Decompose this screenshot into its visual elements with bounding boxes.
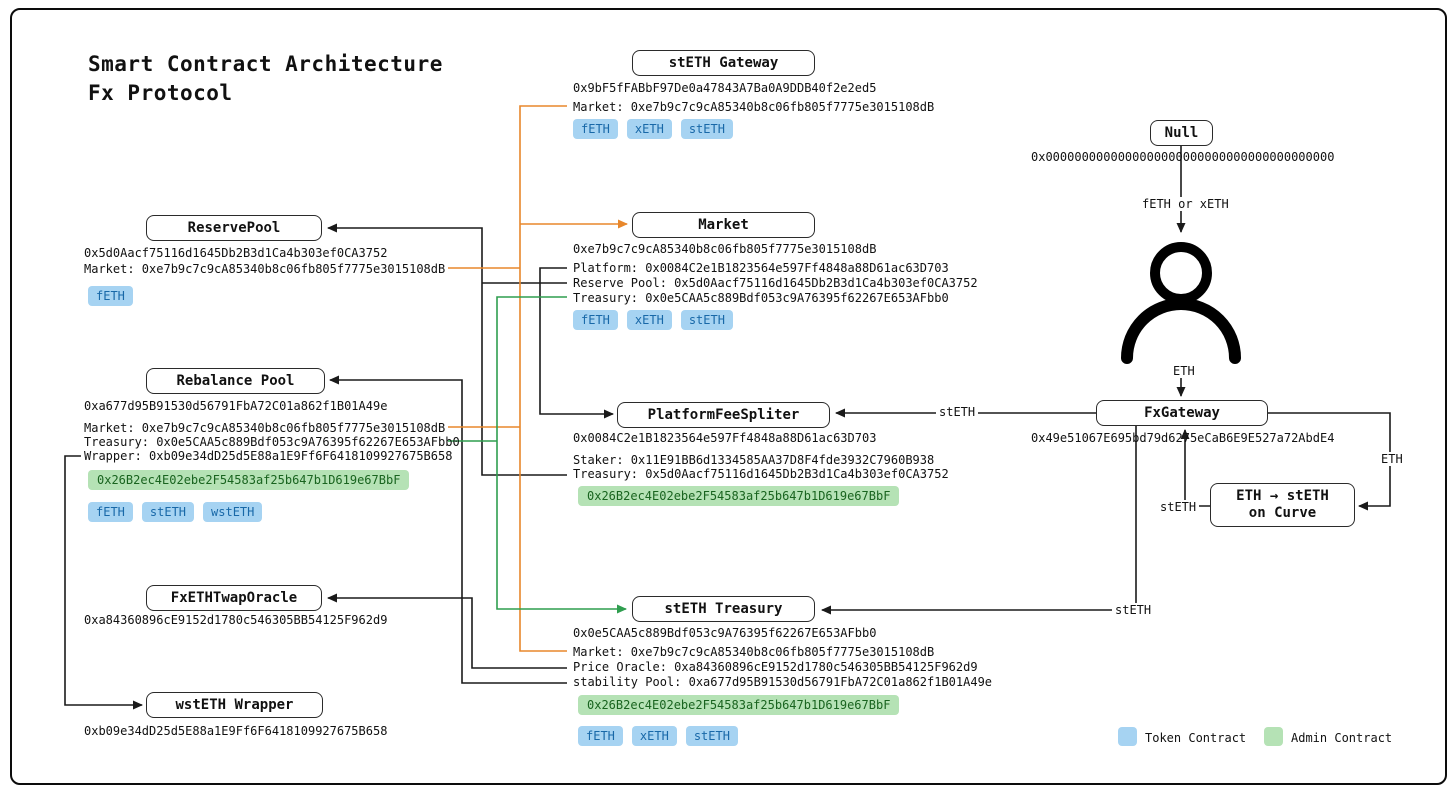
- node-reserve-pool-label: ReservePool: [187, 220, 281, 236]
- page-title-line1: Smart Contract Architecture: [88, 52, 443, 76]
- reserve-pool-address: 0x5d0Aacf75116d1645Db2B3d1Ca4b303ef0CA37…: [84, 246, 388, 260]
- rebalance-pool-address: 0xa677d95B91530d56791FbA72C01a862f1B01A4…: [84, 399, 388, 413]
- token-tag-xeth: xETH: [626, 119, 672, 139]
- green-edges: [448, 296, 627, 614]
- node-steth-gateway: stETH Gateway: [632, 50, 815, 76]
- rebalance-pool-treasury-row: Treasury: 0x0e5CAA5c889Bdf053c9A76395f62…: [84, 435, 460, 449]
- node-fxeth-twap-oracle-label: FxETHTwapOracle: [170, 590, 298, 606]
- outer-border: [10, 8, 1447, 785]
- edge-label-eth-user: ETH: [1170, 364, 1198, 378]
- null-address: 0x00000000000000000000000000000000000000…: [1031, 150, 1335, 164]
- token-tag-wsteth: wstETH: [203, 502, 263, 522]
- node-fx-gateway-label: FxGateway: [1144, 405, 1220, 421]
- reserve-pool-token-tags: fETH: [88, 286, 133, 306]
- rebalance-pool-wrapper-row: Wrapper: 0xb09e34dD25d5E88a1E9Ff6F641810…: [84, 449, 453, 463]
- steth-treasury-market-row: Market: 0xe7b9c7c9cA85340b8c06fb805f7775…: [573, 645, 935, 659]
- node-market: Market: [632, 212, 815, 238]
- node-wsteth-wrapper-label: wstETH Wrapper: [175, 697, 294, 713]
- curve-swap-label-line2: on Curve: [1248, 505, 1317, 521]
- steth-treasury-address: 0x0e5CAA5c889Bdf053c9A76395f62267E653AFb…: [573, 626, 877, 640]
- market-platform-row: Platform: 0x0084C2e1B1823564e597Ff4848a8…: [573, 261, 949, 275]
- edge-platform-ref-to-splitter: [539, 267, 614, 419]
- token-tag-steth: stETH: [685, 726, 738, 746]
- steth-treasury-stability-row: stability Pool: 0xa677d95B91530d56791FbA…: [573, 675, 993, 689]
- rebalance-pool-market-row: Market: 0xe7b9c7c9cA85340b8c06fb805f7775…: [84, 421, 446, 435]
- platform-fee-spliter-address: 0x0084C2e1B1823564e597Ff4848a88D61ac63D7…: [573, 431, 877, 445]
- edge-market-refs-spine: [519, 105, 567, 652]
- fx-gateway-address: 0x49e51067E695bd79d6275eCaB6E9E527a72Abd…: [1031, 431, 1335, 445]
- node-platform-fee-spliter-label: PlatformFeeSpliter: [647, 407, 800, 423]
- token-tag-steth: stETH: [141, 502, 195, 522]
- market-reservepool-row: Reserve Pool: 0x5d0Aacf75116d1645Db2B3d1…: [573, 276, 978, 290]
- edge-treasury-refs-to-treasury: [496, 296, 627, 614]
- node-steth-treasury: stETH Treasury: [632, 596, 815, 622]
- edge-wrapper-ref-to-wsteth: [64, 455, 143, 710]
- token-tag-feth: fETH: [573, 310, 618, 330]
- token-tag-steth: stETH: [680, 310, 733, 330]
- node-steth-gateway-label: stETH Gateway: [668, 55, 779, 71]
- page-title-line2: Fx Protocol: [88, 81, 233, 105]
- fxeth-twap-oracle-address: 0xa84360896cE9152d1780c546305BB54125F962…: [84, 613, 388, 627]
- platform-fee-spliter-staker-row: Staker: 0x11E91BB6d1334585AA37D8F4fde393…: [573, 453, 935, 467]
- legend-token-label: Token Contract: [1145, 731, 1247, 745]
- edge-label-steth-curve: stETH: [1157, 500, 1200, 514]
- legend-admin-swatch: [1264, 727, 1283, 746]
- edge-refs-to-reservepool: [327, 223, 567, 476]
- rebalance-pool-token-tags: fETH stETH wstETH: [88, 502, 263, 522]
- steth-treasury-oracle-row: Price Oracle: 0xa84360896cE9152d1780c546…: [573, 660, 978, 674]
- node-null: Null: [1150, 120, 1213, 146]
- node-fxeth-twap-oracle: FxETHTwapOracle: [146, 585, 322, 611]
- node-rebalance-pool-label: Rebalance Pool: [176, 373, 295, 389]
- token-tag-feth: fETH: [88, 502, 133, 522]
- node-market-label: Market: [698, 217, 749, 233]
- edge-label-feth-or-xeth: fETH or xETH: [1139, 197, 1232, 211]
- node-platform-fee-spliter: PlatformFeeSpliter: [617, 402, 830, 428]
- legend-token-swatch: [1118, 727, 1137, 746]
- user-icon: [1121, 242, 1241, 364]
- node-curve-swap: ETH → stETH on Curve: [1210, 483, 1355, 527]
- steth-gateway-market-row: Market: 0xe7b9c7c9cA85340b8c06fb805f7775…: [573, 100, 935, 114]
- node-fx-gateway: FxGateway: [1096, 400, 1268, 426]
- token-tag-xeth: xETH: [631, 726, 677, 746]
- token-tag-feth: fETH: [573, 119, 618, 139]
- edge-label-steth-splitter: stETH: [936, 405, 979, 419]
- token-tag-steth: stETH: [680, 119, 733, 139]
- rebalance-pool-admin-tag: 0x26B2ec4E02ebe2F54583af25b647b1D619e67B…: [88, 470, 410, 490]
- token-tag-xeth: xETH: [626, 310, 672, 330]
- orange-edges: [448, 105, 628, 652]
- curve-swap-label-line1: ETH → stETH: [1236, 488, 1329, 504]
- steth-gateway-address: 0x9bF5fFABbF97De0a47843A7Ba0A9DDB40f2e2e…: [573, 81, 877, 95]
- steth-gateway-token-tags: fETH xETH stETH: [573, 119, 733, 139]
- market-treasury-row: Treasury: 0x0e5CAA5c889Bdf053c9A76395f62…: [573, 291, 949, 305]
- node-wsteth-wrapper: wstETH Wrapper: [146, 692, 323, 718]
- edge-label-steth-treasury: stETH: [1112, 603, 1155, 617]
- token-tag-feth: fETH: [578, 726, 623, 746]
- edge-stability-ref-to-rebalance: [329, 375, 567, 684]
- market-address: 0xe7b9c7c9cA85340b8c06fb805f7775e3015108…: [573, 242, 877, 256]
- black-edges: [64, 146, 1391, 710]
- steth-treasury-token-tags: fETH xETH stETH: [578, 726, 738, 746]
- market-token-tags: fETH xETH stETH: [573, 310, 733, 330]
- edge-label-eth-curve: ETH: [1378, 452, 1406, 466]
- steth-treasury-admin-tag: 0x26B2ec4E02ebe2F54583af25b647b1D619e67B…: [578, 695, 900, 715]
- node-steth-treasury-label: stETH Treasury: [664, 601, 783, 617]
- wsteth-wrapper-address: 0xb09e34dD25d5E88a1E9Ff6F6418109927675B6…: [84, 724, 388, 738]
- platform-fee-spliter-admin-tag: 0x26B2ec4E02ebe2F54583af25b647b1D619e67B…: [578, 486, 900, 506]
- reserve-pool-market-row: Market: 0xe7b9c7c9cA85340b8c06fb805f7775…: [84, 262, 446, 276]
- node-reserve-pool: ReservePool: [146, 215, 322, 241]
- node-null-label: Null: [1164, 125, 1199, 141]
- token-tag-feth: fETH: [88, 286, 133, 306]
- legend-admin-label: Admin Contract: [1291, 731, 1393, 745]
- node-rebalance-pool: Rebalance Pool: [146, 368, 325, 394]
- platform-fee-spliter-treasury-row: Treasury: 0x5d0Aacf75116d1645Db2B3d1Ca4b…: [573, 467, 949, 481]
- edge-oracle-ref-to-twap: [327, 593, 567, 669]
